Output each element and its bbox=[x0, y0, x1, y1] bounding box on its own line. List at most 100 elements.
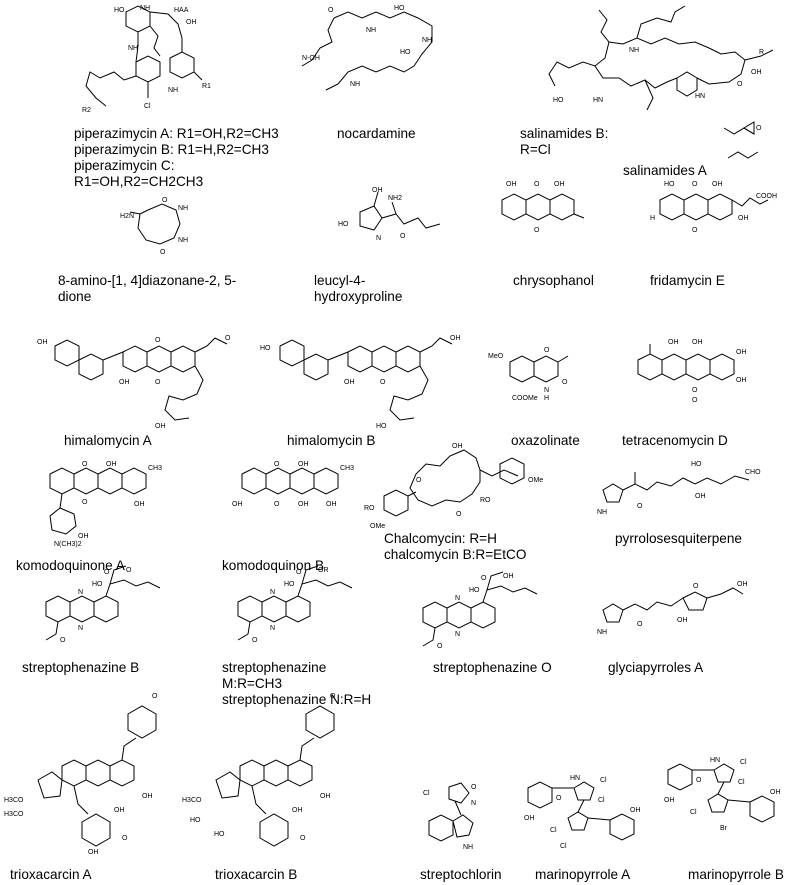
atom-label: OH bbox=[450, 335, 461, 342]
atom-label: HAA bbox=[174, 7, 189, 14]
atom-label: OH bbox=[298, 501, 309, 508]
atom-label: O bbox=[696, 777, 702, 784]
atom-label: COOMe bbox=[512, 395, 538, 402]
marinopyrrole-b-structure: HN Cl Cl OH Cl Br OH O bbox=[664, 757, 781, 832]
atom-label: OH bbox=[78, 533, 89, 540]
atom-label: Cl bbox=[144, 103, 151, 110]
komodoquinone-a-structure: O OH CH3 OH OH N(CH3)2 O bbox=[49, 461, 162, 548]
atom-label: OH bbox=[88, 849, 99, 856]
atom-label: OH bbox=[372, 187, 383, 194]
atom-label: HO bbox=[338, 221, 349, 228]
atom-label: OH bbox=[452, 443, 463, 450]
compound-name: nocardamine bbox=[337, 126, 416, 141]
atom-label: H3CO bbox=[4, 797, 24, 804]
atom-label: N bbox=[455, 595, 460, 602]
atom-label: HO bbox=[92, 581, 103, 588]
atom-label: O bbox=[692, 397, 698, 404]
atom-label: OH bbox=[737, 581, 748, 588]
atom-label: O bbox=[252, 637, 258, 644]
atom-label: O bbox=[556, 795, 562, 802]
compound-name: piperazimycin A: R1=OH,R2=CH3 piperazimy… bbox=[74, 126, 279, 189]
atom-label: O bbox=[637, 621, 643, 628]
compound-name: streptophenazine B bbox=[22, 660, 140, 675]
atom-label: OH bbox=[292, 807, 303, 814]
atom-label: HO bbox=[284, 581, 295, 588]
atom-label: H2N bbox=[120, 213, 134, 220]
atom-label: O bbox=[160, 249, 166, 256]
atom-label: O bbox=[82, 461, 88, 468]
atom-label: Cl bbox=[560, 843, 567, 850]
atom-label: OH bbox=[134, 501, 145, 508]
himalomycin-a-structure: OH O O OH OH O bbox=[37, 335, 231, 430]
glyciapyrroles-structure: O OH OH NH O bbox=[597, 581, 748, 636]
atom-label: O bbox=[330, 693, 336, 700]
atom-label: O bbox=[274, 461, 280, 468]
compound-name: himalomycin A bbox=[64, 433, 152, 448]
atom-label: NH bbox=[597, 509, 607, 516]
atom-label: OH bbox=[142, 793, 153, 800]
atom-label: CH3 bbox=[340, 465, 354, 472]
compound-name: salinamides B: R=Cl bbox=[520, 126, 609, 157]
atom-label: O bbox=[693, 583, 699, 590]
atom-label: N bbox=[376, 235, 381, 242]
atom-label: OH bbox=[736, 377, 747, 384]
atom-label: N(CH3)2 bbox=[54, 541, 82, 548]
diazonane-structure: H2N NH NH O O bbox=[120, 197, 188, 256]
atom-label: HO bbox=[260, 345, 271, 352]
atom-label: R1 bbox=[202, 83, 211, 90]
atom-label: OH bbox=[630, 807, 641, 814]
atom-label: RO bbox=[480, 497, 491, 504]
chrysophanol-structure: OH O OH O bbox=[501, 181, 585, 234]
atom-label: O bbox=[126, 567, 132, 574]
atom-label: HO bbox=[114, 7, 125, 14]
atom-label: O bbox=[60, 637, 66, 644]
atom-label: H3CO bbox=[4, 811, 24, 818]
atom-label: O bbox=[274, 501, 280, 508]
atom-label: O bbox=[400, 233, 406, 240]
atom-label: OH bbox=[503, 573, 514, 580]
atom-label: OH bbox=[106, 461, 117, 468]
atom-label: O bbox=[737, 81, 743, 88]
atom-label: O bbox=[692, 387, 698, 394]
atom-label: O bbox=[692, 181, 698, 188]
atom-label: OH bbox=[37, 339, 48, 346]
leucyl-structure: OH NH2 HO N O bbox=[338, 187, 441, 242]
compound-name: tetracenomycin D bbox=[622, 433, 728, 448]
compound-name: streptophenazine O bbox=[433, 660, 552, 675]
atom-label: HO bbox=[691, 461, 702, 468]
atom-label: OR bbox=[318, 567, 329, 574]
nocardamine-structure: O HO NH N-OH NH HO NH bbox=[301, 5, 433, 91]
compound-name: leucyl-4- hydroxyproline bbox=[314, 273, 403, 304]
atom-label: OH bbox=[712, 181, 723, 188]
compound-name: Chalcomycin: R=H chalcomycin B:R=EtCO bbox=[384, 531, 527, 562]
compound-name: streptophenazine M:R=CH3 streptophenazin… bbox=[222, 660, 372, 707]
tetracenomycin-structure: OH OH OH OH O O bbox=[637, 339, 747, 404]
atom-label: N bbox=[544, 387, 549, 394]
streptophenazine-o-structure: OH HO N N O O bbox=[422, 571, 538, 650]
salinamides-a-fragment: O bbox=[723, 121, 762, 159]
atom-label: OMe bbox=[528, 477, 543, 484]
piperazimycin-structure: HO NH HAA OH NH R2 Cl NH R1 bbox=[82, 5, 211, 114]
marinopyrrole-a-structure: HN Cl Cl OH Cl Cl OH O bbox=[524, 775, 641, 850]
atom-label: HO bbox=[214, 831, 225, 838]
atom-label: OH bbox=[692, 339, 703, 346]
atom-label: NH bbox=[597, 629, 607, 636]
atom-label: N bbox=[471, 800, 476, 807]
atom-label: OH bbox=[232, 501, 243, 508]
atom-label: Cl bbox=[738, 779, 745, 786]
compound-name: marinopyrrole A bbox=[535, 867, 631, 882]
atom-label: O bbox=[562, 379, 568, 386]
atom-label: OH bbox=[738, 215, 749, 222]
atom-label: Cl bbox=[550, 827, 557, 834]
atom-label: N bbox=[270, 589, 275, 596]
compound-name: pyrrolosesquiterpene bbox=[615, 531, 742, 546]
compound-name: streptochlorin bbox=[420, 867, 502, 882]
atom-label: O bbox=[534, 227, 540, 234]
atom-label: O bbox=[692, 227, 698, 234]
himalomycin-b-structure: HO OH OH O HO bbox=[260, 335, 461, 430]
atom-label: OH bbox=[155, 423, 166, 430]
compound-name: oxazolinate bbox=[511, 433, 580, 448]
atom-label: O bbox=[104, 569, 110, 576]
atom-label: Cl bbox=[600, 777, 607, 784]
atom-label: OH bbox=[326, 501, 337, 508]
